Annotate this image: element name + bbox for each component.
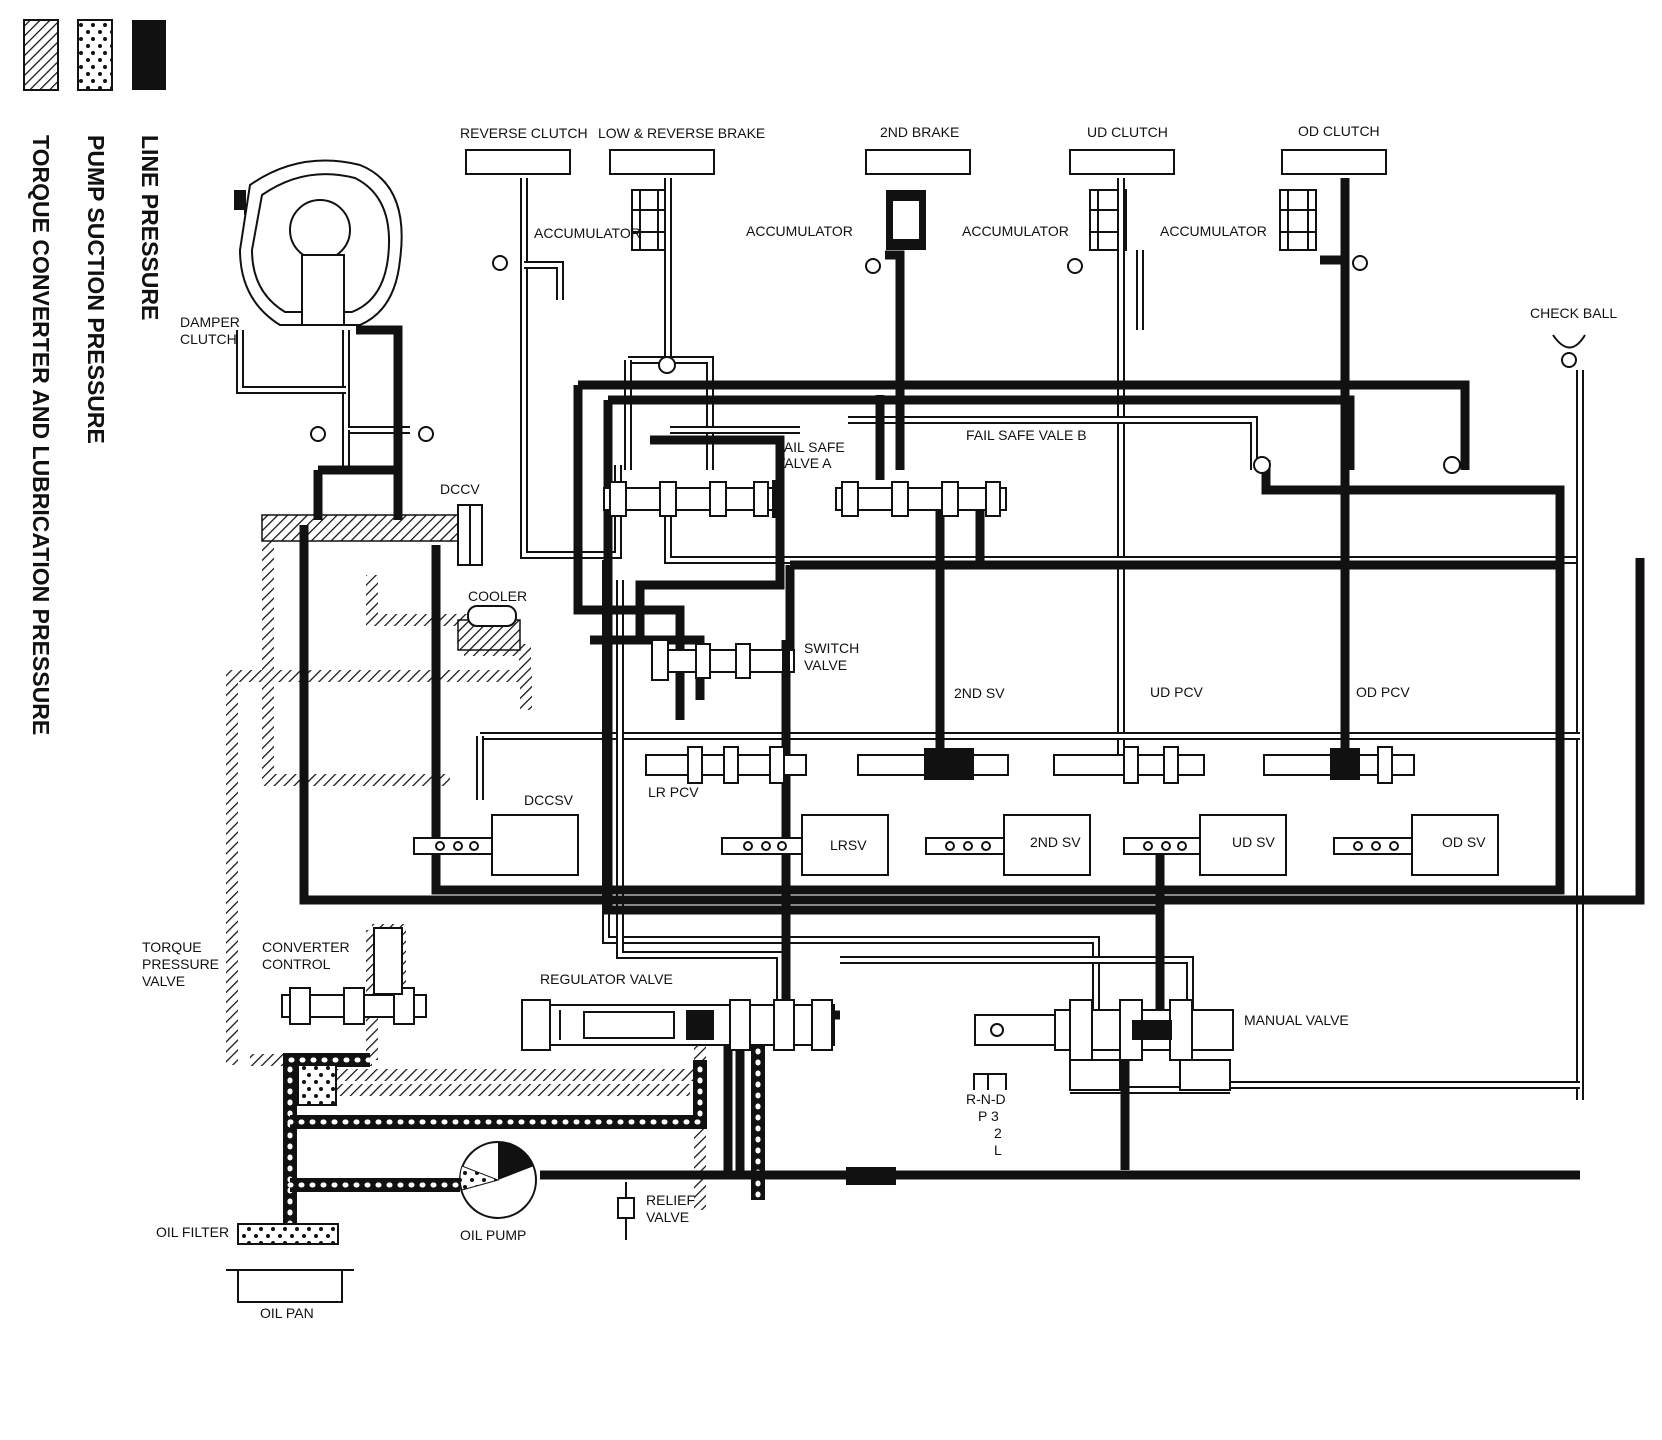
accumulator-label-3: ACCUMULATOR (962, 223, 1069, 239)
legend-pump-suction-pressure: PUMP SUCTION PRESSURE (83, 135, 109, 444)
accumulator-lr (631, 189, 667, 251)
oil-pump-label: OIL PUMP (460, 1227, 526, 1243)
legend-swatch-suction (77, 19, 113, 91)
regulator-valve: REGULATOR VALVE (521, 971, 835, 1051)
check-ball: CHECK BALL (1530, 305, 1617, 368)
od-pcv-label: OD PCV (1356, 684, 1410, 700)
dccv-valve: DCCV (440, 481, 483, 566)
converter-control-valve: TORQUE PRESSURE VALVE CONVERTER CONTROL (142, 927, 427, 1025)
accumulator-od (1279, 189, 1317, 251)
pressure-fitting (846, 1167, 896, 1185)
shuttle-ball-3 (658, 356, 676, 374)
damper-clutch-label-1: DAMPER (180, 314, 240, 330)
clutch-row: REVERSE CLUTCH LOW & REVERSE BRAKE 2ND B… (460, 123, 1387, 175)
switch-valve-label-2: VALVE (804, 657, 847, 673)
check-ball-label: CHECK BALL (1530, 305, 1617, 321)
legend-swatch-line (132, 20, 166, 90)
torque-converter: DAMPER CLUTCH (180, 159, 403, 347)
legend-swatch-converter (23, 19, 59, 91)
ud-clutch-label: UD CLUTCH (1087, 124, 1168, 140)
od-clutch-box (1281, 149, 1387, 175)
second-sv-box (1003, 814, 1091, 876)
torque-pressure-label-1: TORQUE (142, 939, 202, 955)
cooler: COOLER (467, 588, 527, 627)
converter-control-block (373, 927, 403, 995)
accumulators: ACCUMULATOR ACCUMULATOR ACCUMULATOR ACCU… (534, 189, 1317, 251)
dccv-hatch-block (261, 514, 483, 542)
valves: DCCV COOLER FAIL SAFE VALVE A FAIL SAFE … (142, 356, 1499, 1321)
torque-pressure-label-2: PRESSURE (142, 956, 219, 972)
switch-valve: SWITCH VALVE (651, 639, 859, 681)
od-sv-label: OD SV (1442, 834, 1486, 850)
second-sv-top-label: 2ND SV (954, 685, 1005, 701)
second-sv-label: 2ND SV (1030, 834, 1081, 850)
dccsv-box (491, 814, 579, 876)
fail-safe-a-label-2: VALVE A (776, 455, 832, 471)
reverse-clutch-box (465, 149, 571, 175)
ud-sv-label: UD SV (1232, 834, 1275, 850)
second-brake-label: 2ND BRAKE (880, 124, 959, 140)
shift-l: L (994, 1142, 1002, 1158)
accumulator-label-4: ACCUMULATOR (1160, 223, 1267, 239)
outline-lines (236, 178, 1584, 1100)
relief-valve-label-2: VALVE (646, 1209, 689, 1225)
oil-filter: OIL FILTER (156, 1223, 339, 1245)
low-reverse-brake-box (609, 149, 715, 175)
converter-control-label-1: CONVERTER (262, 939, 350, 955)
torque-pressure-label-3: VALVE (142, 973, 185, 989)
second-brake-box (865, 149, 971, 175)
legend: LINE PRESSURE PUMP SUCTION PRESSURE TORQ… (23, 19, 166, 735)
shift-positions: R-N-D P 3 2 L (966, 1073, 1007, 1158)
fail-safe-valve-a: FAIL SAFE VALVE A (603, 439, 845, 518)
oil-pan-label: OIL PAN (260, 1305, 314, 1321)
oil-pump: OIL PUMP (459, 1141, 537, 1243)
relief-valve: RELIEF VALVE (617, 1182, 695, 1240)
regulator-valve-label: REGULATOR VALVE (540, 971, 673, 987)
dccsv-label: DCCSV (524, 792, 574, 808)
oil-pan: OIL PAN (226, 1269, 354, 1321)
converter-turbine (301, 254, 345, 326)
suction-block (297, 1064, 337, 1106)
suction-lines (283, 1037, 765, 1238)
ud-clutch-box (1069, 149, 1175, 175)
fail-safe-b-label: FAIL SAFE VALE B (966, 427, 1087, 443)
fail-safe-a-label-1: FAIL SAFE (776, 439, 845, 455)
accumulator-2nd (886, 190, 926, 250)
shuttle-ball-1 (1253, 456, 1271, 474)
od-clutch-label: OD CLUTCH (1298, 123, 1380, 139)
damper-clutch-label-2: CLUTCH (180, 331, 237, 347)
legend-line-pressure: LINE PRESSURE (137, 135, 163, 320)
solenoid-row: DCCSV LRSV 2ND SV UD SV OD SV (413, 792, 1499, 876)
shift-rnd: R-N-D (966, 1091, 1006, 1107)
oil-filter-label: OIL FILTER (156, 1224, 229, 1240)
ud-pcv-label: UD PCV (1150, 684, 1204, 700)
accumulator-label-1: ACCUMULATOR (534, 225, 641, 241)
manual-valve: MANUAL VALVE (974, 999, 1349, 1091)
lr-pcv-label: LR PCV (648, 784, 699, 800)
reverse-clutch-label: REVERSE CLUTCH (460, 125, 588, 141)
orifice-dots (310, 255, 1368, 442)
legend-torque-converter-pressure: TORQUE CONVERTER AND LUBRICATION PRESSUR… (28, 135, 54, 735)
shift-2: 2 (994, 1125, 1002, 1141)
dccv-label: DCCV (440, 481, 480, 497)
cooler-label: COOLER (468, 588, 527, 604)
switch-valve-label-1: SWITCH (804, 640, 859, 656)
ud-sv-box (1199, 814, 1287, 876)
shuttle-ball-2 (1443, 456, 1461, 474)
lrsv-label: LRSV (830, 837, 867, 853)
manual-valve-label: MANUAL VALVE (1244, 1012, 1349, 1028)
fail-safe-valve-b: FAIL SAFE VALE B (835, 427, 1087, 517)
relief-valve-label-1: RELIEF (646, 1192, 695, 1208)
accumulator-label-2: ACCUMULATOR (746, 223, 853, 239)
shift-p3: P 3 (978, 1108, 999, 1124)
low-reverse-brake-label: LOW & REVERSE BRAKE (598, 125, 765, 141)
pcv-row (645, 746, 1415, 784)
converter-control-label-2: CONTROL (262, 956, 331, 972)
line-pressure-lines (299, 178, 1645, 1180)
